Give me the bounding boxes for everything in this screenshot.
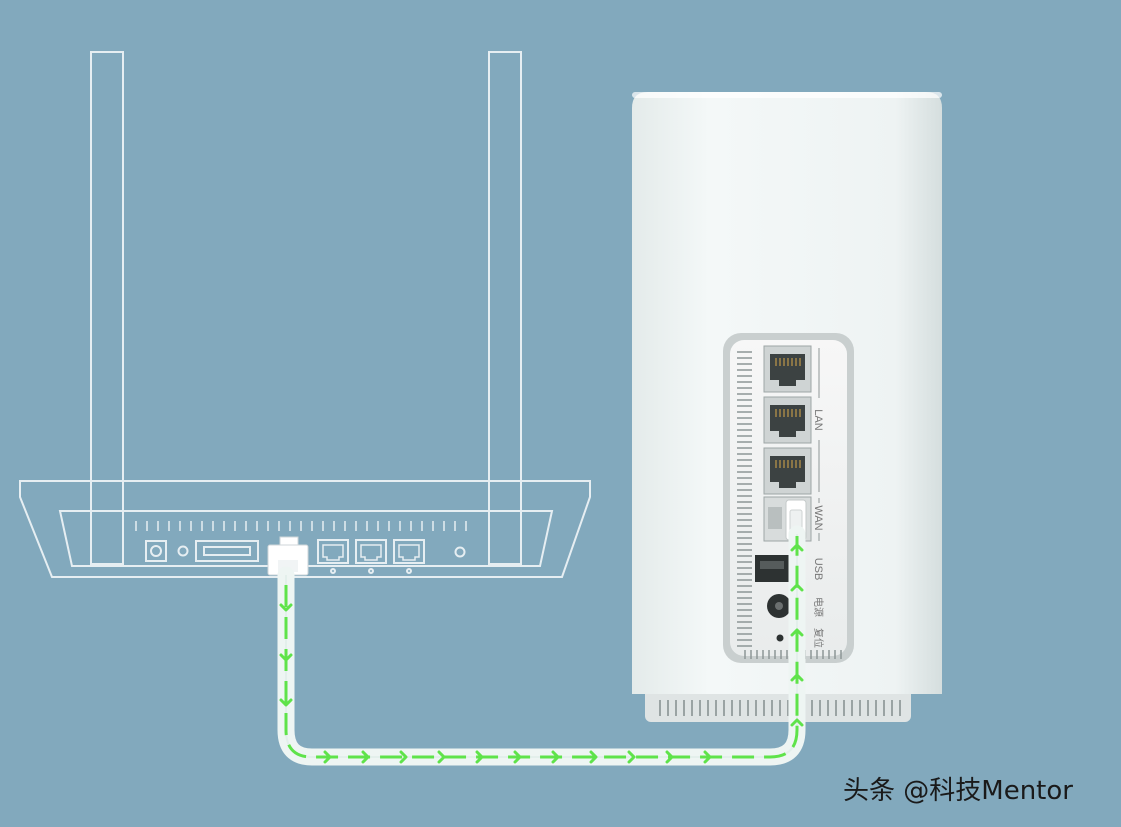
cable-connector-old-router (267, 536, 309, 576)
router-vent-ticks (135, 521, 467, 531)
router-lan-port (355, 539, 387, 564)
usb-label: USB (812, 558, 824, 581)
router-power-jack (145, 540, 167, 562)
router-antenna-right (488, 51, 522, 565)
reset-label: 复位 (812, 628, 825, 648)
mesh-usb-port (755, 555, 789, 582)
router-back-panel (58, 510, 554, 567)
old-router-outline (19, 51, 591, 578)
connection-arrow-path (284, 536, 799, 759)
lan-label: LAN (812, 409, 824, 430)
router-antenna-left (90, 51, 124, 565)
router-led (454, 546, 466, 558)
router-lan-port (393, 539, 425, 564)
wan-label: WAN (812, 505, 824, 530)
mesh-panel-grill-left (737, 351, 752, 647)
mesh-reset-hole (776, 634, 784, 642)
power-label: 电源 (812, 597, 825, 617)
router-body-outer (19, 480, 591, 578)
mesh-power-jack (767, 594, 791, 618)
router-usb-slot (195, 540, 259, 562)
connection-arrow-heads (279, 543, 804, 764)
mesh-lan-ports (763, 345, 812, 495)
router-small-button (177, 545, 189, 557)
router-lan-jack-details (322, 544, 420, 561)
watermark: 头条 @科技Mentor (843, 776, 1073, 806)
router-lan-port (317, 539, 349, 564)
